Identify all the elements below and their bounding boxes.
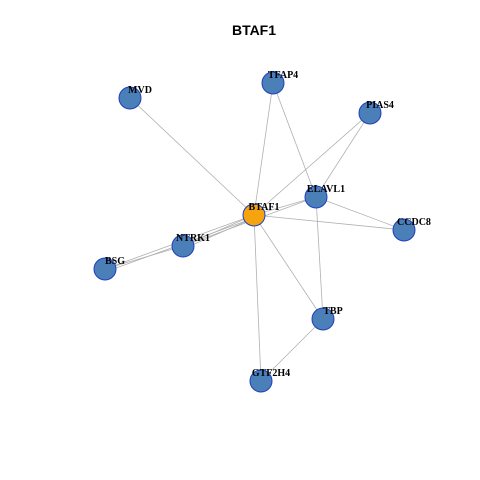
edge-ntrk1-bsg [104, 245, 184, 270]
node-tfap4[interactable] [261, 71, 285, 95]
node-layer [93, 71, 416, 393]
edge-tfap4-elavl1 [272, 82, 317, 198]
node-label-elavl1: ELAVL1 [307, 184, 345, 195]
edge-elavl1-tbp [315, 196, 324, 320]
node-label-tbp: TBP [323, 306, 342, 317]
node-label-tfap4: TFAP4 [268, 70, 298, 81]
edge-btaf1-pias4 [253, 112, 371, 216]
node-bsg[interactable] [93, 257, 117, 281]
node-label-bsg: BSG [105, 256, 125, 267]
edge-layer [104, 82, 405, 382]
node-btaf1[interactable] [242, 203, 266, 227]
node-label-ntrk1: NTRK1 [176, 233, 210, 244]
edge-btaf1-tbp [253, 214, 324, 320]
node-pias4[interactable] [358, 101, 382, 125]
node-label-pias4: PIAS4 [366, 100, 394, 111]
node-label-btaf1: BTAF1 [249, 202, 280, 213]
node-mvd[interactable] [118, 86, 142, 110]
node-label-mvd: MVD [128, 85, 152, 96]
graph-title: BTAF1 [232, 22, 276, 38]
node-gtf2h4[interactable] [249, 369, 273, 393]
edge-tbp-gtf2h4 [260, 318, 324, 382]
node-ccdc8[interactable] [392, 218, 416, 242]
edge-btaf1-mvd [129, 97, 255, 216]
edge-btaf1-ccdc8 [253, 214, 405, 231]
edge-pias4-elavl1 [315, 112, 371, 198]
edge-elavl1-ccdc8 [315, 196, 405, 231]
node-label-gtf2h4: GTF2H4 [252, 368, 290, 379]
edge-btaf1-gtf2h4 [253, 214, 262, 382]
edge-btaf1-ntrk1-parallel [182, 217, 255, 250]
edge-btaf1-tfap4 [253, 82, 274, 216]
node-elavl1[interactable] [304, 185, 328, 209]
node-tbp[interactable] [311, 307, 335, 331]
node-ntrk1[interactable] [171, 234, 195, 258]
node-label-ccdc8: CCDC8 [397, 217, 431, 228]
